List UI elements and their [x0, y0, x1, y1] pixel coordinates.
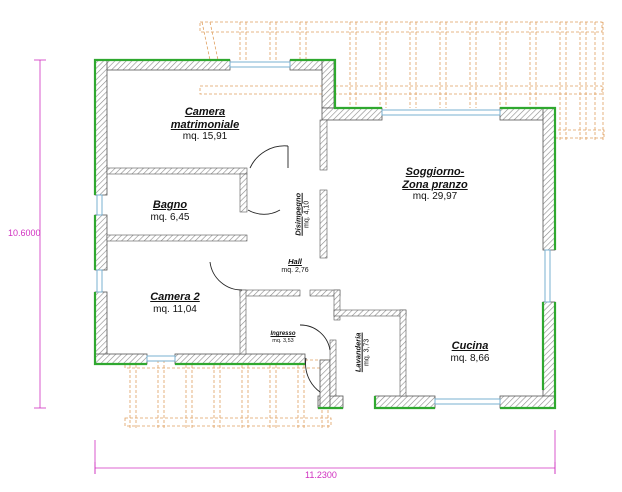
room-area: mq. 4,10 [303, 200, 311, 228]
insulation-edge [93, 58, 557, 410]
room-name: matrimoniale [170, 118, 240, 131]
interior-walls [106, 119, 407, 397]
door-swings [209, 145, 331, 393]
room-area: mq. 2,76 [281, 266, 309, 274]
room-bagno: Bagno mq. 6,45 [140, 199, 200, 223]
room-area: mq. 15,91 [182, 131, 228, 143]
dimension-width: 11.2300 [305, 470, 337, 480]
room-name: Camera [184, 106, 226, 118]
room-area: mq. 8,66 [450, 352, 490, 364]
room-name: Zona pranzo [402, 178, 468, 191]
pergola-bottom [124, 359, 332, 428]
windows [96, 61, 551, 405]
room-camera-matrimoniale: Camera matrimoniale mq. 15,91 [165, 106, 245, 143]
room-name: Cucina [451, 340, 489, 352]
dimension-height: 10.6000 [8, 228, 41, 238]
dimension-lines [34, 59, 556, 474]
room-soggiorno: Soggiorno- Zona pranzo mq. 29,97 [390, 166, 480, 203]
room-camera-2: Camera 2 mq. 11,04 [140, 291, 210, 315]
room-name: Soggiorno- [405, 166, 465, 178]
room-name: Lavanderia [353, 332, 363, 373]
room-area: mq. 3,53 [272, 337, 294, 344]
room-name: Disimpegno [293, 192, 303, 236]
room-area: mq. 3,73 [363, 338, 371, 366]
room-name: Bagno [152, 199, 188, 211]
room-area: mq. 11,04 [153, 303, 197, 315]
room-cucina: Cucina mq. 8,66 [440, 340, 500, 364]
room-area: mq. 29,97 [412, 191, 458, 203]
pergola-top [199, 21, 605, 140]
room-name: Ingresso [270, 331, 296, 337]
room-area: mq. 6,45 [150, 211, 190, 223]
room-name: Hall [288, 257, 302, 266]
room-ingresso: Ingresso mq. 3,53 [258, 331, 308, 344]
room-disimpegno: Disimpegno mq. 4,10 [293, 184, 312, 244]
room-lavanderia: Lavanderia mq. 3,73 [353, 322, 372, 382]
room-name: Camera 2 [150, 291, 200, 303]
room-hall: Hall mq. 2,76 [270, 257, 320, 275]
